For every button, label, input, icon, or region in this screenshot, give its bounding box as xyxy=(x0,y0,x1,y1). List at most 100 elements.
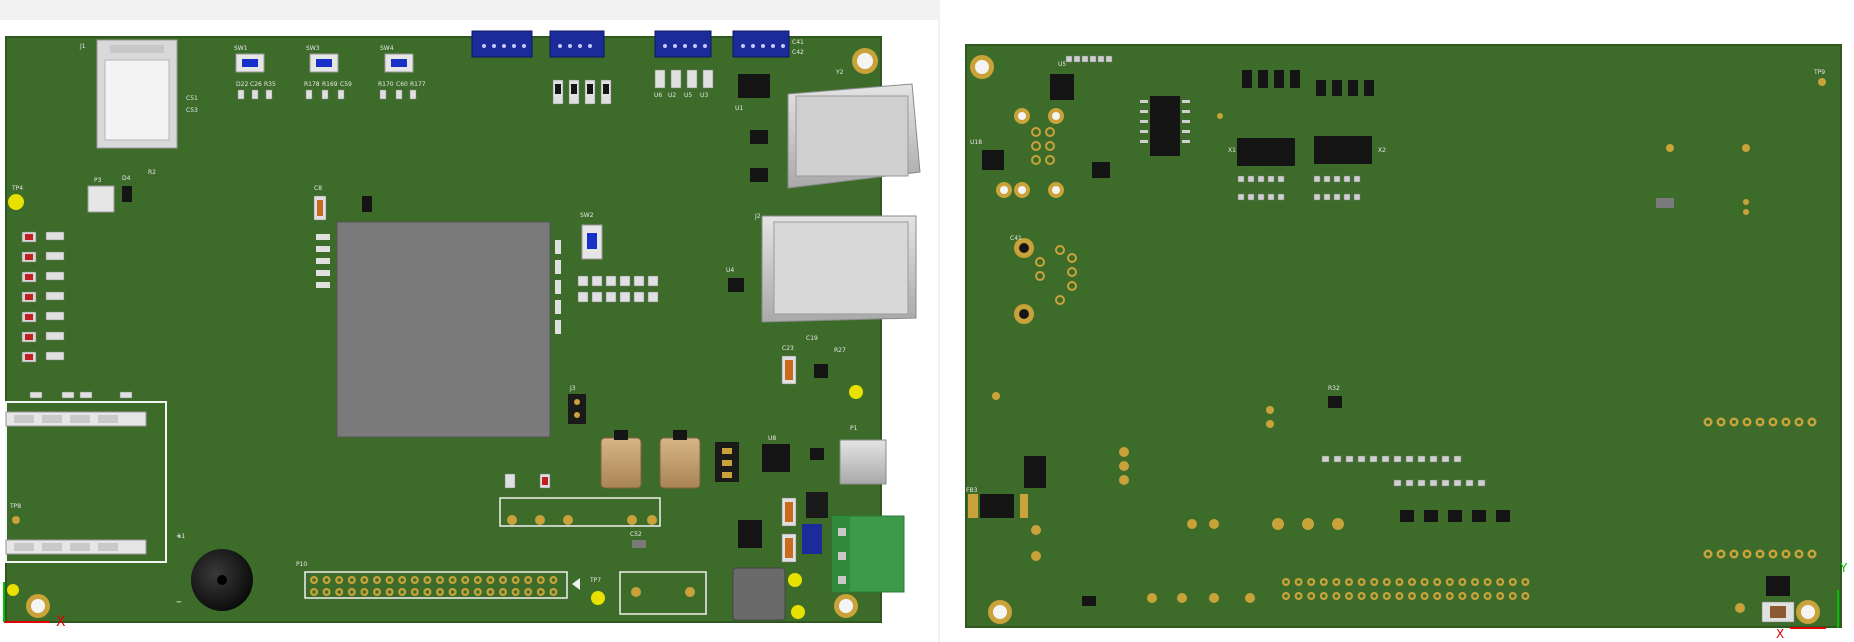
ic-u8 xyxy=(762,444,790,472)
regulator-ic xyxy=(738,520,762,548)
pad-hole xyxy=(1460,594,1465,598)
pad-hole xyxy=(551,578,556,582)
pad-hole xyxy=(1448,580,1452,584)
label-p1: P1 xyxy=(850,425,858,432)
back-ic-bottom-right xyxy=(1766,576,1790,596)
label-sw1: SW1 xyxy=(234,45,248,52)
pad-hole xyxy=(413,590,417,594)
pad-hole xyxy=(400,578,405,582)
label-c42: C42 xyxy=(792,49,804,56)
pad-hole xyxy=(425,590,430,594)
label-u5: U5 xyxy=(684,92,692,99)
pad-hole xyxy=(362,590,367,594)
pad-hole xyxy=(1397,594,1402,598)
blue-connector-2 xyxy=(549,30,605,58)
pad-hole xyxy=(438,590,442,594)
label-c52: C52 xyxy=(630,531,642,538)
buzzer: + − L1 xyxy=(176,532,253,611)
label-d4: D4 xyxy=(122,175,131,182)
back-ic-u14 xyxy=(1092,162,1110,178)
pad-hole xyxy=(1498,594,1502,598)
back-axis-y-label: Y xyxy=(1839,561,1848,575)
pad-hole xyxy=(463,590,468,594)
pad-hole xyxy=(1410,594,1414,598)
pad-hole xyxy=(1309,580,1313,584)
test-point-tp7 xyxy=(591,591,605,605)
header-j8 xyxy=(806,492,828,518)
pad-hole xyxy=(450,578,455,582)
label-b-plus: + xyxy=(176,532,182,540)
pad-hole xyxy=(1385,594,1389,598)
back-tantalum xyxy=(980,494,1014,518)
pad-hole xyxy=(1744,419,1750,425)
label-d22: D22 xyxy=(236,81,248,88)
label-u1: U1 xyxy=(735,105,743,112)
back-label-c41: C41 xyxy=(1010,235,1022,242)
pad-hole xyxy=(1410,580,1414,584)
pad-hole xyxy=(337,590,342,594)
pad-hole xyxy=(1783,551,1789,557)
header-j3 xyxy=(568,394,586,424)
label-sw3: SW3 xyxy=(306,45,320,52)
pad-hole xyxy=(463,578,468,582)
axis-indicator: X xyxy=(3,582,66,630)
pad-hole xyxy=(350,578,354,582)
pad-hole xyxy=(1296,594,1301,598)
pad-hole xyxy=(1809,551,1815,557)
pad-hole xyxy=(1731,419,1737,425)
back-ic-u5 xyxy=(1050,74,1074,100)
label-y2: Y2 xyxy=(835,69,844,76)
pad-hole xyxy=(1705,551,1711,557)
pad-hole xyxy=(1473,594,1477,598)
back-axis-indicator: X Y xyxy=(1776,561,1848,641)
back-header-pads xyxy=(1282,578,1530,600)
label-u2: U2 xyxy=(668,92,676,99)
label-b-minus: − xyxy=(176,598,182,606)
ic-top-right xyxy=(738,74,770,98)
pad-hole xyxy=(539,590,543,594)
label-r178: R178 xyxy=(304,81,320,88)
label-c8: C8 xyxy=(314,185,322,192)
pad-hole xyxy=(1435,594,1439,598)
pad-hole xyxy=(1718,551,1724,557)
connector-j9 xyxy=(619,571,707,615)
pad-hole xyxy=(488,590,493,594)
pad-hole xyxy=(1523,580,1528,584)
back-label-tp9: TP9 xyxy=(1813,69,1825,76)
pad-hole xyxy=(1334,594,1339,598)
terminal-block xyxy=(831,515,905,593)
label-sw4: SW4 xyxy=(380,45,394,52)
back-ic-x1 xyxy=(1237,138,1295,166)
label-j1: J1 xyxy=(79,43,86,50)
label-c41: C41 xyxy=(792,39,804,46)
pad-hole xyxy=(324,578,329,582)
back-sot-array xyxy=(1242,70,1374,96)
pad-hole xyxy=(476,578,480,582)
pad-hole xyxy=(1422,594,1427,598)
label-c23: C23 xyxy=(782,345,794,352)
pad-hole xyxy=(1744,551,1750,557)
pad-hole xyxy=(513,590,518,594)
pad-hole xyxy=(387,590,392,594)
header-pins xyxy=(310,576,558,596)
label-c19: C19 xyxy=(806,335,818,342)
pad-hole xyxy=(1322,580,1326,584)
test-point-tp6 xyxy=(849,385,863,399)
relay-footprint xyxy=(499,497,661,527)
ethernet-jack xyxy=(787,83,921,189)
pad-hole xyxy=(387,578,392,582)
back-diode xyxy=(1024,456,1046,488)
back-label-x1: X1 xyxy=(1228,147,1236,154)
pad-hole xyxy=(1347,594,1351,598)
pad-hole xyxy=(1757,551,1763,557)
label-u4: U4 xyxy=(726,267,734,274)
blue-connector-1 xyxy=(471,30,533,58)
blue-connector-3 xyxy=(654,30,712,58)
blue-connector-4 xyxy=(732,30,790,58)
back-axis-x-label: X xyxy=(1776,627,1784,641)
pad-hole xyxy=(1296,580,1301,584)
pad-hole xyxy=(1796,551,1802,557)
pad-hole xyxy=(1284,594,1288,598)
pad-hole xyxy=(1385,580,1389,584)
